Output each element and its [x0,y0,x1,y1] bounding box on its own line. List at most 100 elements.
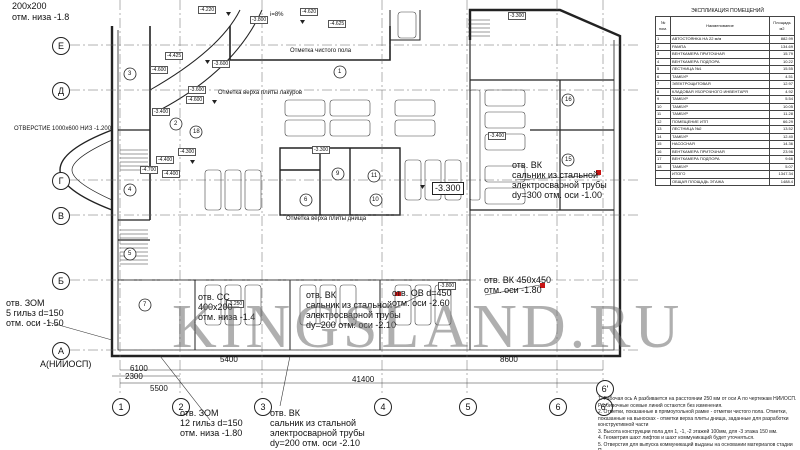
dim-6100: 6100 [130,364,148,373]
dim-5400: 5400 [220,355,238,364]
level-mark: -4.620 [300,8,319,16]
room-area-cell: 11.28 [769,110,795,119]
room-number: 2 [174,121,178,127]
room-name-cell: ТАМБУР [670,102,770,111]
watermark: KINGSLAND.RU [172,293,684,361]
room-no-cell: 3 [655,50,671,59]
parking-stalls [204,11,526,326]
room-area-cell: 4.92 [769,87,795,96]
row-axis-v: В [52,207,70,225]
north-annex [389,10,421,41]
main-level-box: -3.300 [432,182,464,195]
level-mark: -3.600 [188,86,207,94]
row-axis-d: Д [52,82,70,100]
room-name-cell: ТАМБУР [670,72,770,81]
col-axis-3: 3 [254,398,272,416]
level-mark: -4.400 [162,170,181,178]
level-mark: -3.250 [226,300,245,308]
room-no-cell: 18 [655,162,671,171]
callout-cc: отв. СС 400х200 отм. низа -1.4 [198,292,256,322]
level-mark: -4.220 [198,6,217,14]
room-no-cell: 6 [655,72,671,81]
room-name-cell: ЭЛЕКТРОЩИТОВАЯ [670,80,770,89]
room-name-cell: НАСОСНАЯ [670,140,770,149]
room-no-cell: 16 [655,147,671,156]
room-no-cell: 15 [655,140,671,149]
room-no-cell: 13 [655,125,671,134]
room-no-cell [655,177,671,186]
room-name-cell: ВЕНТКАМЕРА ПРИТОЧНАЯ [670,147,770,156]
room-area-cell: 1347.34 [769,170,795,179]
room-area-cell: 14.36 [769,140,795,149]
room-name-cell: ЛЕСТНИЦА №1 [670,65,770,74]
room-area-cell: 9.66 [769,155,795,164]
room-area-cell: 10.22 [769,57,795,66]
room-name-cell: КЛАДОВАЯ УБОРОЧНОГО ИНВЕНТАРЯ [670,87,770,96]
level-mark: -3.800 [250,16,269,24]
table-title: ЭКСПЛИКАЦИЯ ПОМЕЩЕНИЙ [691,8,764,14]
room-no-cell: 9 [655,95,671,104]
room-number: 18 [193,129,200,135]
row-axis-g: Г [52,172,70,190]
dim-41400: 41400 [352,375,375,384]
callout-vk-right: отв. ВК 450х450 отм. оси -1.80 [484,275,551,295]
slope-label: i=8% [270,12,284,18]
general-notes: 1. Рабочая ось А разбивается на расстоян… [598,396,798,450]
hole-label: ОТВЕРСТИЕ 1000х600 НИЗ -1.200 [14,126,112,132]
room-name-cell: ВЕНТКАМЕРА ПОДПОРА [670,57,770,66]
room-no-cell: 10 [655,102,671,111]
room-number: 10 [372,197,379,203]
row-axis-b: Б [52,272,70,290]
dim-8600: 8600 [500,355,518,364]
room-no-cell: 5 [655,65,671,74]
col-axis-6-prime-upper: 6' [596,380,614,398]
room-name-cell: ТАМБУР [670,95,770,104]
col-axis-1: 1 [112,398,130,416]
note-slab-top: Отметка верха плиты лакуров [218,90,303,96]
row-axis-e: Е [52,37,70,55]
room-name-cell: РАМПА [670,42,770,51]
room-no-cell: 12 [655,117,671,126]
note-line: 4. Геометрия шахт лифтов и шахт коммуник… [598,435,755,441]
room-area-cell: 1488.4 [769,177,795,186]
opening-marks [395,170,601,296]
room-number: 9 [336,171,340,177]
row-axis-a: А [52,342,70,360]
room-name-cell: ОБЩАЯ ПЛОЩАДЬ ЭТАЖА [670,177,770,186]
level-mark: -3.400 [152,108,171,116]
room-area-cell: 882.99 [769,35,795,44]
room-area-cell: 15.55 [769,65,795,74]
room-area-cell: 5.07 [769,162,795,171]
room-name-cell: ВЕНТКАМЕРА ПОДПОРА [670,155,770,164]
dimension-lines [112,355,603,384]
ramp-walls [149,26,391,220]
level-mark: -3.400 [488,132,507,140]
room-no-cell: 4 [655,57,671,66]
room-area-cell: 23.96 [769,147,795,156]
col-axis-6: 6 [549,398,567,416]
bay-window-inner [71,139,113,201]
note-line: 3. Высота конструкции пола для 1, -1, -2… [598,428,778,435]
level-mark: -4.625 [328,20,347,28]
note-line: 5. Отверстия для выпуска коммуникаций вы… [598,441,793,450]
top-left-size: 200x200 [12,1,47,11]
callout-vk-mid: отв. ВК сальник из стальной электросварн… [306,290,401,330]
grid-lines [70,0,640,395]
room-number: 1 [338,69,342,75]
room-no-cell: 11 [655,110,671,119]
callout-ov: отв. ОВ d=450 отм. оси -2.60 [392,288,452,308]
